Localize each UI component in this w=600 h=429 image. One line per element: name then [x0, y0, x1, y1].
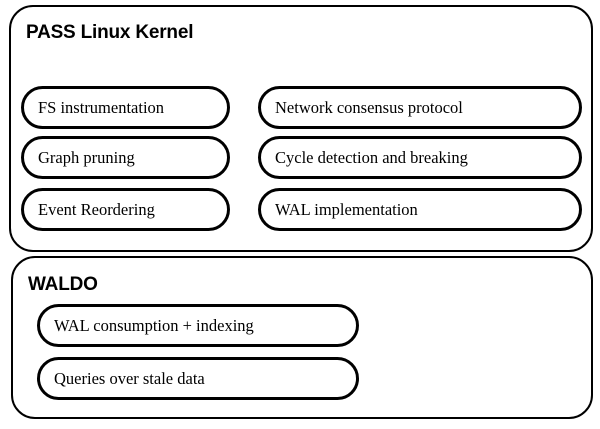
- pass-linux-kernel-title: PASS Linux Kernel: [26, 22, 194, 43]
- graph-pruning-box: Graph pruning: [21, 136, 230, 179]
- pass-linux-kernel-panel: PASS Linux Kernel FS instrumentation Gra…: [9, 5, 593, 252]
- event-reordering-box: Event Reordering: [21, 188, 230, 231]
- queries-over-stale-data-box: Queries over stale data: [37, 357, 359, 400]
- network-consensus-protocol-box: Network consensus protocol: [258, 86, 582, 129]
- waldo-panel: WALDO WAL consumption + indexing Queries…: [11, 256, 593, 419]
- wal-consumption-indexing-box: WAL consumption + indexing: [37, 304, 359, 347]
- cycle-detection-box: Cycle detection and breaking: [258, 136, 582, 179]
- waldo-title: WALDO: [28, 274, 98, 295]
- fs-instrumentation-box: FS instrumentation: [21, 86, 230, 129]
- wal-implementation-box: WAL implementation: [258, 188, 582, 231]
